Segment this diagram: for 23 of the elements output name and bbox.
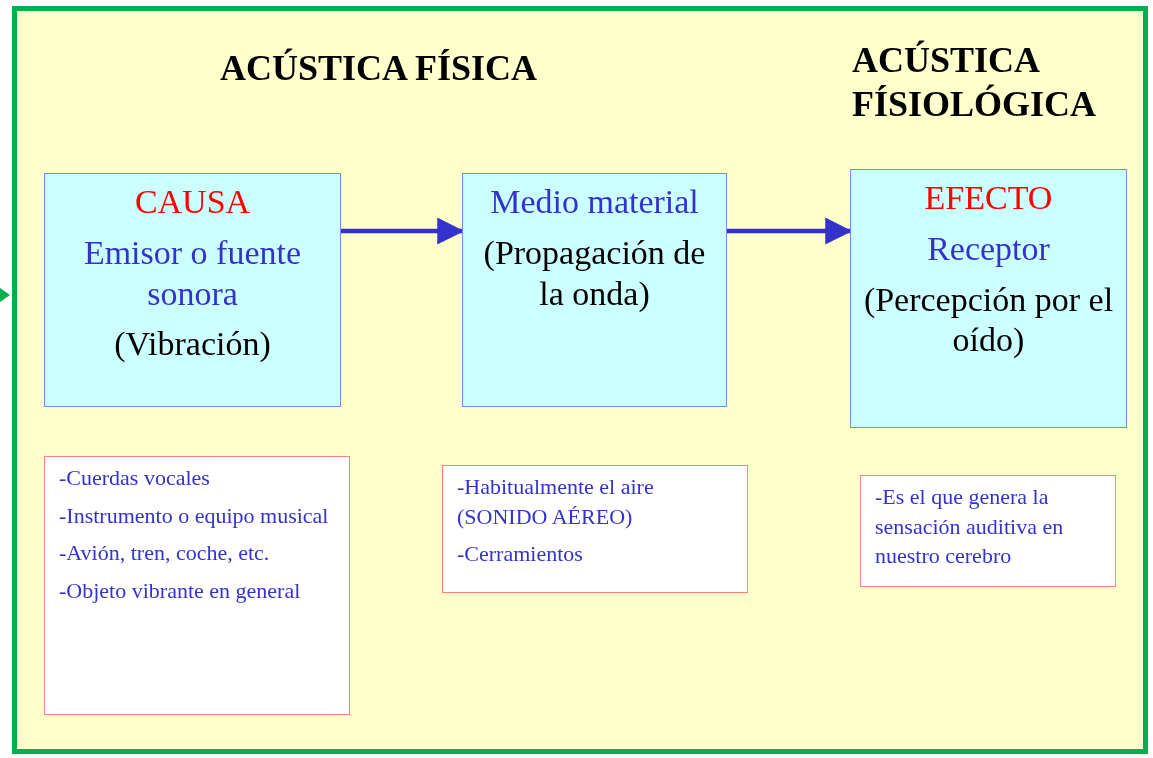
section-heading: ACÚSTICA FÍSICA xyxy=(220,47,539,90)
section-heading: ACÚSTICA FÍSIOLÓGICA xyxy=(852,39,1098,126)
process-box xyxy=(44,173,341,407)
list-item: -Cerramientos xyxy=(457,540,584,569)
box-text: (Vibración) xyxy=(114,324,271,365)
box-text: Medio material xyxy=(490,182,699,222)
list-item: -Instrumento o equipo musical xyxy=(59,501,330,530)
list-item: -Cuerdas vocales xyxy=(59,464,211,492)
box-text: Emisor o fuente sonora xyxy=(82,232,303,314)
box-text: Receptor xyxy=(927,228,1050,269)
box-text: CAUSA xyxy=(134,182,251,222)
note-box xyxy=(44,456,350,715)
list-item: -Objeto vibrante en general xyxy=(59,577,302,606)
list-item: -Es el que genera la sensación auditiva en nuestro cerebro xyxy=(875,483,1065,571)
box-text: EFECTO xyxy=(924,178,1053,218)
list-item: -Avión, tren, coche, etc. xyxy=(59,539,271,568)
note-box xyxy=(442,465,748,593)
list-item: -Habitualmente el aire (SONIDO AÉREO) xyxy=(457,473,655,531)
box-text: (Propagación de la onda) xyxy=(482,232,707,314)
box-text: (Percepción por el oído) xyxy=(862,279,1115,361)
process-box xyxy=(850,169,1127,428)
process-box xyxy=(462,173,727,407)
note-box xyxy=(860,475,1116,587)
